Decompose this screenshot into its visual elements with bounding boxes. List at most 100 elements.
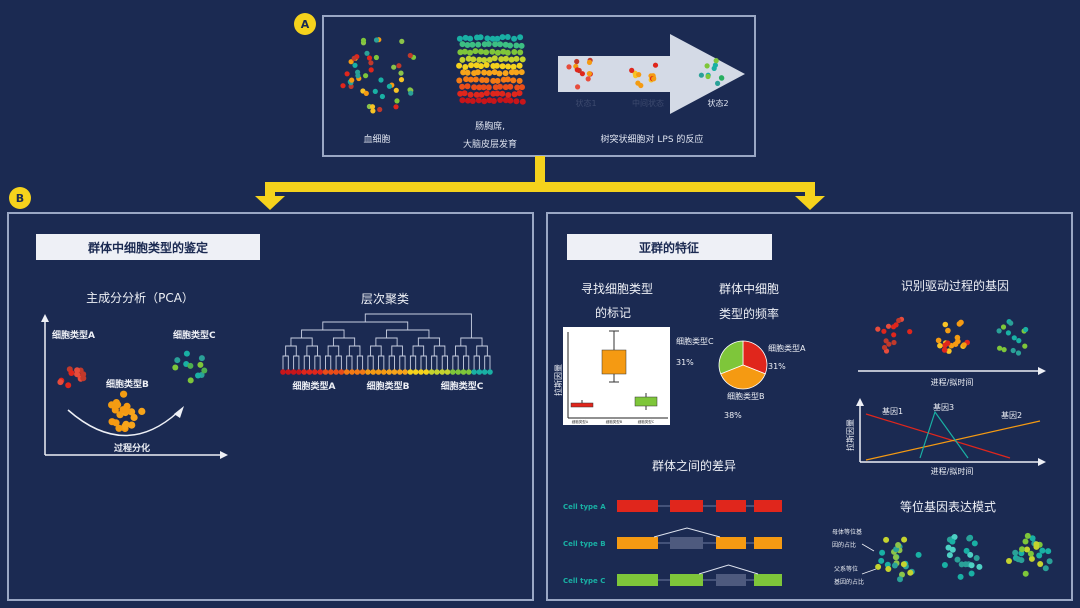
cell-dot <box>489 35 496 42</box>
cell-dot <box>1024 546 1031 553</box>
dendrogram-branch <box>314 355 321 371</box>
cell-dot <box>459 83 466 90</box>
cell-dot <box>958 561 965 568</box>
cell-dot <box>494 49 501 56</box>
cell-dot <box>502 70 509 77</box>
cell-dot <box>1039 547 1046 554</box>
gene3-line <box>919 410 969 459</box>
freq-label-c: 细胞类型C <box>676 336 714 346</box>
gene1-label: 基因1 <box>882 406 903 416</box>
cell-dot <box>942 321 949 328</box>
markers-ylabel: 拉斯因量 <box>553 364 563 396</box>
cell-dot <box>1022 538 1029 545</box>
cell-dot <box>997 345 1003 351</box>
pca-type-b: 细胞类型B <box>106 378 149 390</box>
cell-dot <box>1016 338 1022 344</box>
cell-dot <box>456 77 463 84</box>
cell-dot <box>585 76 591 82</box>
diff-title: 群体之间的差异 <box>652 458 736 473</box>
cell-dot <box>459 97 466 104</box>
cell-dot <box>1027 550 1034 557</box>
cell-dot <box>1006 558 1012 564</box>
cell-dot <box>348 83 354 89</box>
cell-dot <box>464 69 471 76</box>
cell-dot <box>475 97 482 104</box>
cell-dot <box>1037 561 1044 567</box>
cell-dot <box>711 65 717 71</box>
cell-dot <box>370 108 376 114</box>
cell-dot <box>363 90 369 96</box>
splice-junction <box>653 527 721 538</box>
cell-dot <box>508 56 515 63</box>
freq-pct-a: 31% <box>768 362 786 371</box>
cell-dot <box>504 76 511 83</box>
cell-dot <box>459 56 466 63</box>
hier-type-c: 细胞类型C <box>441 380 484 392</box>
cell-dot <box>369 104 376 110</box>
cell-dot <box>344 71 350 77</box>
cell-dot <box>955 338 961 345</box>
cell-dot <box>941 347 948 353</box>
cell-dot <box>879 549 886 556</box>
cell-dot <box>368 60 374 66</box>
cell-dot <box>483 62 490 68</box>
cell-dot <box>497 41 504 48</box>
cell-dot <box>372 88 378 94</box>
cell-dot <box>949 538 956 545</box>
cell-dot <box>1028 555 1035 562</box>
cell-dot <box>574 58 580 65</box>
embryo-label-line2: 大脑皮层发育 <box>463 138 517 150</box>
dendrogram-branch <box>375 337 398 346</box>
badge-b-label: B <box>16 192 24 205</box>
cell-dot <box>513 69 520 76</box>
cell-dot <box>1015 350 1022 356</box>
cell-dot <box>492 41 499 48</box>
cell-dot <box>966 535 973 542</box>
cell-dot <box>519 56 526 63</box>
cell-dot <box>574 67 580 73</box>
leaf-dot <box>466 369 472 375</box>
cell-dot <box>65 382 72 389</box>
cell-dot <box>885 566 892 572</box>
cell-dot <box>586 71 593 77</box>
cell-dot <box>456 62 463 69</box>
cell-dot <box>1005 330 1012 336</box>
cell-dot <box>1046 558 1053 565</box>
cell-dot <box>112 419 120 427</box>
cell-dot <box>368 67 374 73</box>
cell-dot <box>478 48 484 55</box>
cell-dot <box>363 73 369 79</box>
cell-dot <box>718 75 725 81</box>
cell-dot <box>899 571 905 578</box>
box-small-a: 细胞类型A <box>572 419 589 424</box>
cell-dot <box>513 98 520 105</box>
dendrogram-branch <box>346 355 353 371</box>
cell-dot <box>958 319 964 326</box>
cell-dot <box>483 90 490 97</box>
cell-dot <box>886 341 892 347</box>
leaf-dot <box>280 369 286 375</box>
dendrogram-branch <box>348 345 361 356</box>
cell-dot <box>485 84 492 91</box>
cell-dot <box>475 41 482 48</box>
leaf-dot <box>487 369 493 375</box>
cell-dot <box>513 42 520 49</box>
cell-dot <box>1022 570 1029 577</box>
cell-dot <box>351 55 357 62</box>
cell-dot <box>472 48 479 55</box>
freq-pct-c: 31% <box>676 358 694 367</box>
leaf-dot <box>285 369 292 375</box>
cell-dot <box>398 70 404 76</box>
cell-dot <box>378 77 384 83</box>
cell-type-b-en: Cell type B <box>563 540 606 548</box>
cell-dot <box>68 370 75 376</box>
panel-b-left: 群体中细胞类型的鉴定 主成分分析（PCA） 细胞类型A 细胞类型B 细胞类型C … <box>7 212 534 601</box>
leaf-dot <box>412 369 419 375</box>
cell-dot <box>348 59 354 65</box>
cell-dot <box>498 56 505 63</box>
cell-dot <box>508 69 515 76</box>
cell-dot <box>1000 324 1007 330</box>
exon-block <box>716 537 746 549</box>
cell-dot <box>875 563 882 570</box>
badge-a <box>294 13 316 35</box>
